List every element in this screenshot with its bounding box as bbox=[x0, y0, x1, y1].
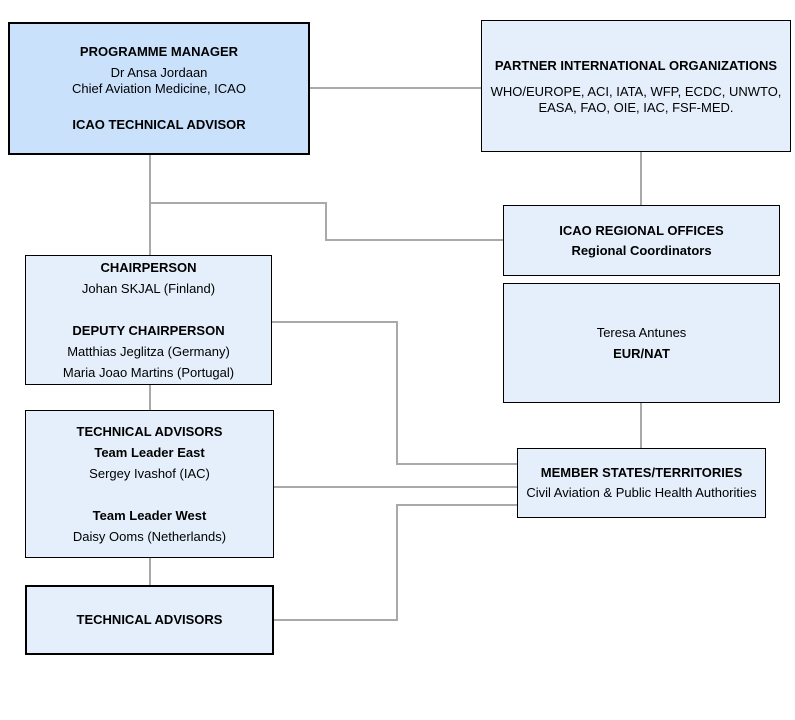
team-leader-east-person: Sergey Ivashof (IAC) bbox=[89, 466, 210, 481]
spacer bbox=[147, 299, 151, 320]
regional-offices-subtitle: Regional Coordinators bbox=[571, 242, 712, 258]
technical-advisors-2-title: TECHNICAL ADVISORS bbox=[76, 612, 223, 627]
connector-chairperson-member-states bbox=[272, 321, 517, 465]
box-programme-manager: PROGRAMME MANAGER Dr Ansa Jordaan Chief … bbox=[8, 22, 310, 155]
partner-organizations-title: PARTNER INTERNATIONAL ORGANIZATIONS bbox=[494, 58, 778, 73]
programme-manager-title: PROGRAMME MANAGER bbox=[79, 44, 239, 59]
connector-technical-advisors2-member-states bbox=[274, 504, 517, 621]
technical-advisors-title: TECHNICAL ADVISORS bbox=[76, 424, 223, 439]
box-chairperson: CHAIRPERSON Johan SKJAL (Finland) DEPUTY… bbox=[25, 255, 272, 385]
chairperson-person: Johan SKJAL (Finland) bbox=[81, 281, 216, 296]
deputy-chairperson-title: DEPUTY CHAIRPERSON bbox=[72, 323, 225, 338]
team-leader-west-title: Team Leader West bbox=[92, 508, 207, 523]
connector-programme-manager-regional-offices bbox=[150, 202, 503, 241]
programme-manager-person: Dr Ansa Jordaan bbox=[110, 65, 208, 80]
eurnat-office: EUR/NAT bbox=[613, 346, 670, 361]
deputy-chairperson-person-1: Matthias Jeglitza (Germany) bbox=[67, 344, 230, 359]
member-states-subtitle: Civil Aviation & Public Health Authoriti… bbox=[526, 485, 757, 500]
programme-manager-role: Chief Aviation Medicine, ICAO bbox=[72, 81, 246, 96]
team-leader-east-title: Team Leader East bbox=[94, 445, 205, 460]
member-states-title: MEMBER STATES/TERRITORIES bbox=[540, 465, 743, 480]
box-member-states: MEMBER STATES/TERRITORIES Civil Aviation… bbox=[517, 448, 766, 518]
deputy-chairperson-person-2: Maria Joao Martins (Portugal) bbox=[62, 365, 235, 380]
box-regional-offices: ICAO REGIONAL OFFICES Regional Coordinat… bbox=[503, 205, 780, 276]
box-technical-advisors: TECHNICAL ADVISORS Team Leader East Serg… bbox=[25, 410, 274, 558]
box-eurnat-coordinator: Teresa Antunes EUR/NAT bbox=[503, 283, 780, 403]
programme-manager-subtitle: ICAO TECHNICAL ADVISOR bbox=[72, 117, 246, 132]
spacer bbox=[148, 484, 152, 505]
team-leader-west-person: Daisy Ooms (Netherlands) bbox=[72, 529, 227, 544]
box-technical-advisors-2: TECHNICAL ADVISORS bbox=[25, 585, 274, 655]
regional-offices-title: ICAO REGIONAL OFFICES bbox=[559, 222, 724, 238]
eurnat-person: Teresa Antunes bbox=[596, 325, 687, 340]
box-partner-organizations: PARTNER INTERNATIONAL ORGANIZATIONS WHO/… bbox=[481, 20, 791, 152]
chairperson-title: CHAIRPERSON bbox=[100, 260, 197, 275]
partner-organizations-list: WHO/EUROPE, ACI, IATA, WFP, ECDC, UNWTO,… bbox=[490, 84, 782, 115]
